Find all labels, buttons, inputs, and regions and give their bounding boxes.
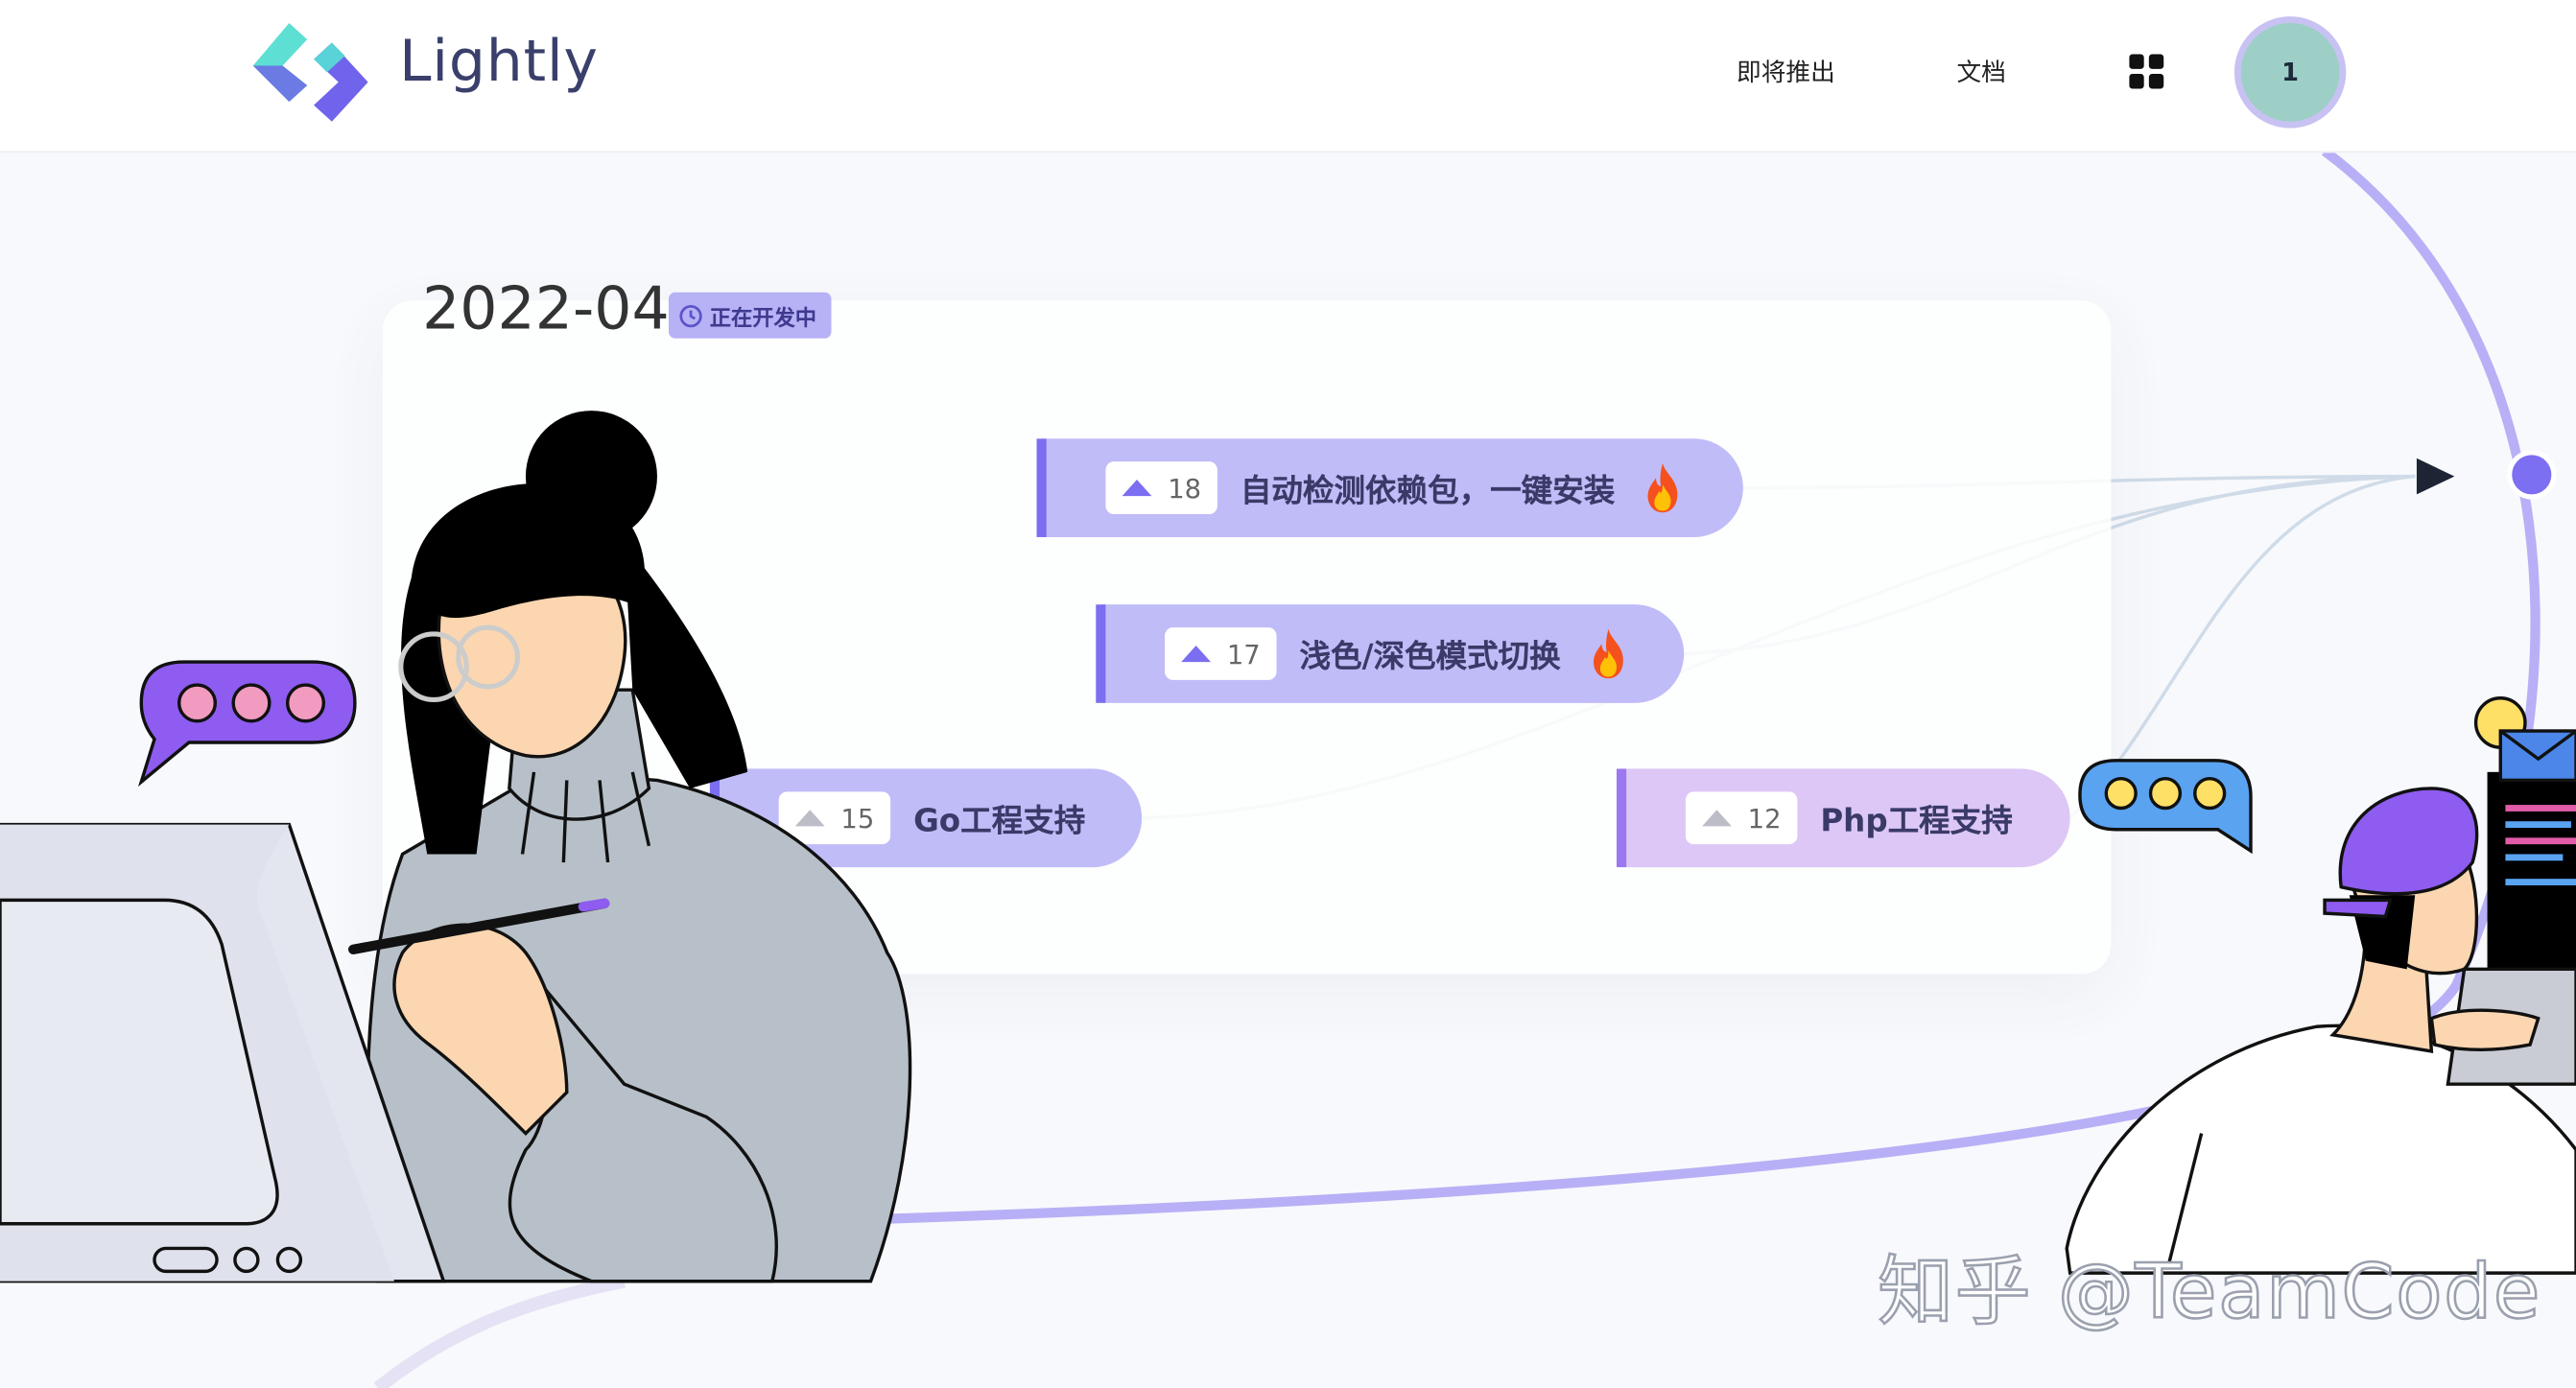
fire-icon: [1647, 462, 1678, 513]
user-avatar[interactable]: 1: [2233, 16, 2347, 129]
fire-icon: [1593, 628, 1623, 679]
milestone-date: 2022-04: [422, 275, 670, 343]
lightly-logo-icon[interactable]: [247, 16, 375, 128]
feature-item[interactable]: 18 自动检测依赖包，一键安装: [1036, 438, 1743, 537]
upvote-button[interactable]: 17: [1165, 627, 1277, 680]
upvote-arrow-icon: [1701, 810, 1732, 827]
brand-name[interactable]: Lightly: [399, 29, 599, 96]
vote-count: 15: [840, 802, 875, 835]
upvote-arrow-icon: [1180, 645, 1211, 663]
upvote-button[interactable]: 15: [778, 791, 891, 845]
arrow-head: [2416, 458, 2455, 495]
status-badge: 正在开发中: [668, 292, 832, 339]
feature-title: Go工程支持: [913, 802, 1086, 839]
nav-coming-soon[interactable]: 即将推出: [1737, 57, 1835, 87]
upvote-arrow-icon: [1122, 480, 1152, 497]
vote-count: 12: [1747, 802, 1782, 835]
feature-title: 浅色/深色模式切换: [1299, 638, 1561, 674]
watermark-text: 知乎 @TeamCode: [1877, 1245, 2542, 1336]
upvote-arrow-icon: [794, 810, 825, 827]
upvote-button[interactable]: 12: [1685, 791, 1798, 845]
upvote-button[interactable]: 18: [1105, 461, 1217, 514]
feature-item[interactable]: 12 Php工程支持: [1617, 768, 2070, 868]
vote-count: 17: [1226, 638, 1261, 670]
top-navigation-bar: Lightly 即将推出 文档 1: [0, 0, 2576, 153]
clock-icon: [679, 304, 702, 327]
feature-title: 自动检测依赖包，一键安装: [1240, 472, 1616, 508]
status-label: 正在开发中: [709, 306, 817, 332]
vote-count: 18: [1168, 472, 1202, 504]
feature-item[interactable]: 17 浅色/深色模式切换: [1096, 604, 1685, 703]
nav-docs[interactable]: 文档: [1956, 57, 2006, 87]
grid-apps-icon[interactable]: [2129, 54, 2165, 91]
avatar-label: 1: [2281, 57, 2300, 87]
feature-title: Php工程支持: [1820, 802, 2013, 839]
